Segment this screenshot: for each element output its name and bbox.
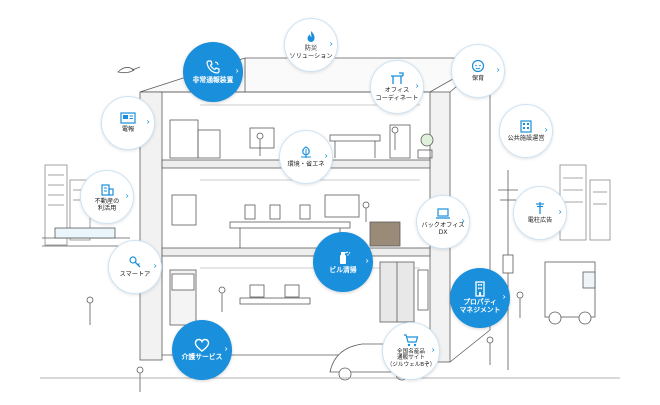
city-skyline-right bbox=[559, 164, 611, 241]
bubble-telegram[interactable]: 電報 › bbox=[101, 96, 155, 150]
bubble-disaster-prevention[interactable]: 防災 ソリューション › bbox=[284, 18, 338, 72]
chevron-right-icon: › bbox=[502, 292, 506, 303]
bubble-label: 公共施設運営 bbox=[507, 135, 545, 143]
bubble-label: 保育 bbox=[471, 75, 485, 83]
delivery-truck bbox=[544, 261, 596, 325]
first-floor-lobby bbox=[169, 261, 429, 326]
people bbox=[86, 126, 524, 392]
bubble-backoffice-dx[interactable]: バックオフィス DX › bbox=[416, 195, 470, 249]
bubble-nursing-care[interactable]: 介護サービス › bbox=[172, 320, 232, 380]
bubble-label: 不動産の 利活用 bbox=[94, 197, 120, 212]
chevron-right-icon: › bbox=[146, 117, 150, 128]
chevron-right-icon: › bbox=[153, 261, 157, 272]
chevron-right-icon: › bbox=[558, 207, 562, 218]
public-building-icon bbox=[519, 119, 533, 134]
bubble-label: スマートア bbox=[119, 271, 151, 279]
railway-bridge bbox=[42, 227, 130, 247]
chevron-right-icon: › bbox=[461, 216, 465, 227]
bubble-label: 介護サービス bbox=[181, 353, 223, 362]
chevron-right-icon: › bbox=[496, 65, 500, 76]
phone-icon bbox=[205, 59, 221, 75]
bubble-office-coordinate[interactable]: オフィス コーディネート › bbox=[370, 60, 424, 114]
chevron-right-icon: › bbox=[365, 256, 369, 267]
chevron-right-icon: › bbox=[329, 39, 333, 50]
bubble-smart-home[interactable]: スマートア › bbox=[108, 240, 162, 294]
bubble-label: バックオフィス DX bbox=[421, 221, 465, 236]
bubble-telecom-equipment[interactable]: 非常通報装置 › bbox=[183, 42, 243, 102]
bubble-label: 防災 ソリューション bbox=[289, 45, 333, 60]
chevron-right-icon: › bbox=[235, 66, 239, 77]
bubble-pole-advertising[interactable]: 電柱広告 › bbox=[513, 186, 567, 240]
chevron-right-icon: › bbox=[431, 345, 435, 356]
office-desk-icon bbox=[389, 72, 405, 85]
bubble-label: 全国名産品 通販サイト （ジルウェルBぞ） bbox=[386, 348, 436, 368]
bubble-energy-saving[interactable]: 環境・省エネ › bbox=[279, 130, 333, 184]
bubble-label: 環境・省エネ bbox=[287, 161, 325, 169]
spray-icon bbox=[335, 249, 351, 265]
key-icon bbox=[128, 255, 142, 269]
chevron-right-icon: › bbox=[125, 191, 129, 202]
building-icon bbox=[100, 182, 114, 196]
bubble-real-estate[interactable]: 不動産の 利活用 › bbox=[80, 170, 134, 224]
chevron-right-icon: › bbox=[415, 81, 419, 92]
bubble-label: オフィス コーディネート bbox=[375, 87, 419, 102]
chevron-right-icon: › bbox=[544, 125, 548, 136]
third-floor-office bbox=[169, 119, 434, 159]
envelope-icon bbox=[120, 112, 136, 125]
bubble-ecommerce[interactable]: 全国名産品 通販サイト （ジルウェルBぞ） › bbox=[382, 322, 440, 380]
chevron-right-icon: › bbox=[324, 151, 328, 162]
baby-icon bbox=[471, 59, 485, 73]
utility-pole-icon bbox=[533, 201, 547, 215]
bubble-label: プロパティ マネジメント bbox=[459, 298, 501, 314]
bubble-property-management[interactable]: プロパティ マネジメント › bbox=[450, 268, 510, 328]
bubble-label: 電報 bbox=[121, 126, 135, 134]
bubble-label: 電柱広告 bbox=[527, 217, 553, 225]
utility-pole bbox=[498, 170, 518, 370]
bubble-label: ビル清掃 bbox=[329, 266, 357, 275]
bird bbox=[117, 66, 141, 74]
flame-icon bbox=[305, 30, 317, 43]
tower-icon bbox=[473, 281, 487, 297]
heart-icon bbox=[194, 338, 210, 352]
cart-icon bbox=[403, 334, 419, 347]
bubble-label: 非常通報装置 bbox=[192, 76, 234, 85]
second-floor-office bbox=[171, 194, 401, 248]
bubble-building-cleaning[interactable]: ビル清掃 › bbox=[313, 232, 373, 292]
leaf-icon bbox=[299, 145, 313, 159]
laptop-icon bbox=[435, 208, 451, 220]
bubble-public-facility[interactable]: 公共施設運営 › bbox=[499, 104, 553, 158]
chevron-right-icon: › bbox=[224, 344, 228, 355]
bubble-childcare[interactable]: 保育 › bbox=[451, 44, 505, 98]
